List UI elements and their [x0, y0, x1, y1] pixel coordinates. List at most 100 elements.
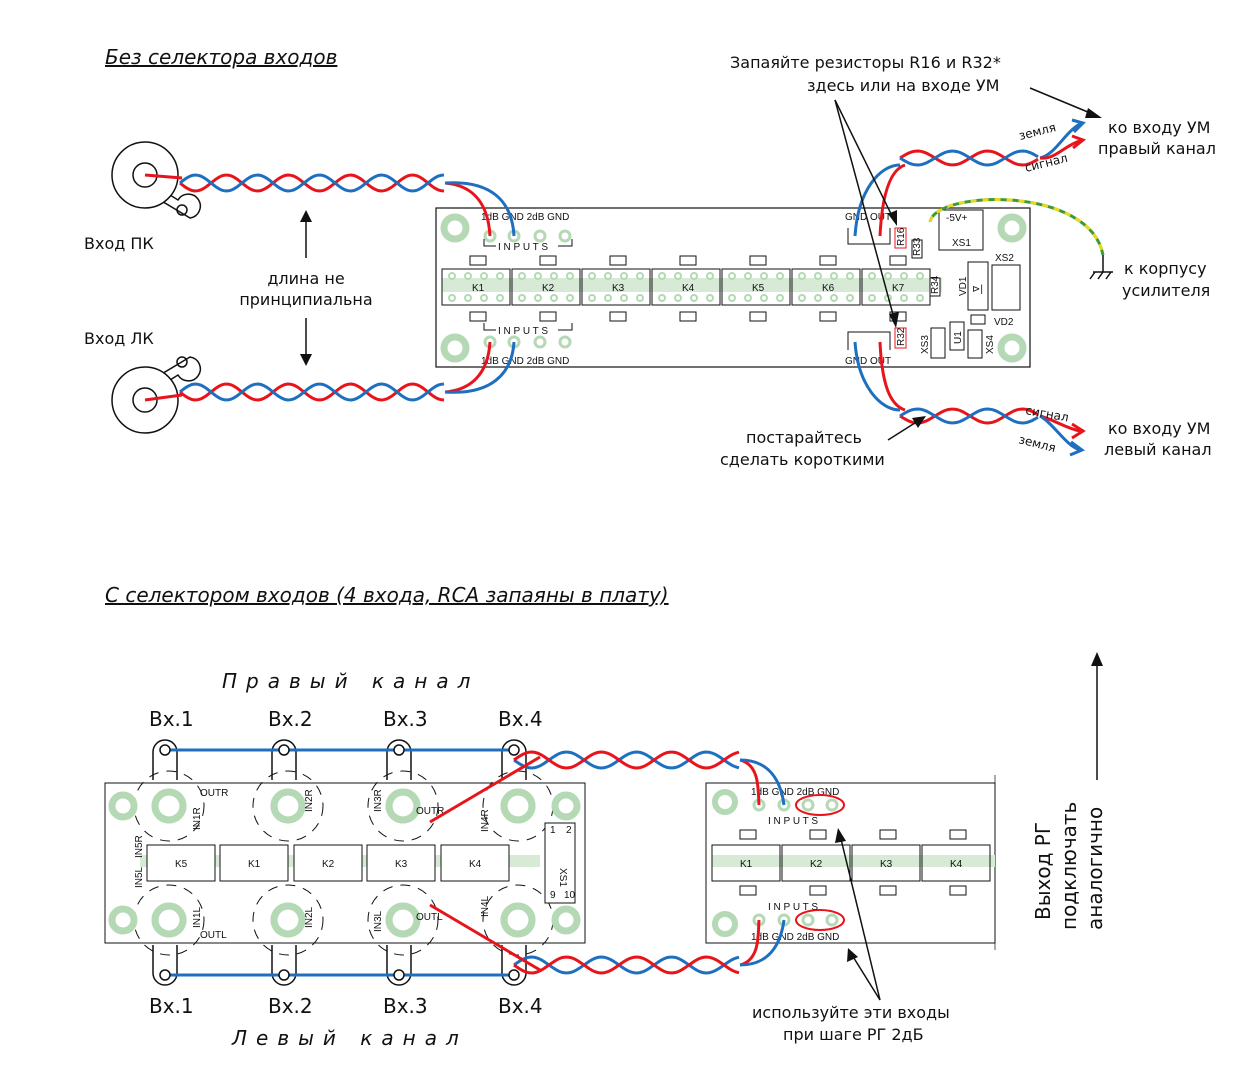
- pin: [496, 272, 504, 280]
- diode-vd2: [970, 314, 986, 325]
- input-pad: [558, 335, 572, 349]
- pin: [534, 294, 542, 302]
- mounting-hole: [551, 905, 581, 935]
- smd-pad: [469, 255, 487, 266]
- relay-K3: [581, 268, 651, 306]
- smd-pad: [679, 255, 697, 266]
- out-right-2: правый канал: [1098, 139, 1216, 158]
- pin: [868, 272, 876, 280]
- pin-label-in2l: IN2L: [304, 906, 315, 928]
- pin: [566, 272, 574, 280]
- rca-pad: [385, 902, 421, 938]
- pin: [550, 294, 558, 302]
- right-channel-label: Правый канал: [222, 669, 479, 693]
- signal-wire-right: [179, 173, 445, 193]
- ground-out-left: [853, 341, 901, 412]
- relay-K2: [511, 268, 581, 306]
- resistor-r34: [929, 277, 941, 297]
- pcb-trace-bus: [712, 855, 995, 867]
- arrow-head: [1069, 440, 1086, 457]
- rca-pad: [385, 788, 421, 824]
- smd-pad: [889, 255, 907, 266]
- pin: [690, 294, 698, 302]
- rca-pad: [270, 788, 306, 824]
- highlight-2db-inputs: [795, 909, 845, 931]
- relay-K1: [219, 844, 289, 882]
- resistor-note-arrows: [834, 87, 1102, 328]
- signal-out-right: [1039, 139, 1081, 160]
- pin: [566, 294, 574, 302]
- input-left-label: Вход ЛК: [84, 329, 154, 348]
- r16-label: R16: [896, 227, 907, 246]
- diode-icon: ⊳|: [972, 284, 983, 295]
- pin: [798, 272, 806, 280]
- rca-jack-outline: [252, 770, 324, 842]
- input-pad: [825, 913, 839, 927]
- resistor-r32: [894, 327, 907, 349]
- chassis-ground-wire: [928, 198, 1113, 280]
- signal-wire-right: [739, 758, 761, 806]
- rca-pad: [151, 788, 187, 824]
- mounting-hole: [108, 905, 138, 935]
- relay-K1: [441, 268, 511, 306]
- pin: [674, 272, 682, 280]
- pin: [916, 272, 924, 280]
- xs3-label: XS3: [920, 335, 931, 354]
- pin: [658, 294, 666, 302]
- pin: [760, 294, 768, 302]
- relay-K4: [651, 268, 721, 306]
- pin: [900, 272, 908, 280]
- relay-label: K2: [810, 859, 823, 870]
- inputs-label-top: I N P U T S: [768, 816, 818, 827]
- smd-pad: [819, 311, 837, 322]
- relay-K3: [366, 844, 436, 882]
- outr-label-2: OUTR: [416, 806, 444, 817]
- relay-K6: [791, 268, 861, 306]
- ground-wire-left: [739, 919, 786, 967]
- pin: [464, 272, 472, 280]
- ground-out-right: [853, 163, 901, 237]
- ground-out-right: [899, 149, 1039, 167]
- arrow-head: [1071, 118, 1086, 134]
- pin: [814, 272, 822, 280]
- gnd-out-label-bottom: GND OUT: [845, 356, 891, 367]
- smd-pad: [949, 885, 967, 896]
- pin: [706, 294, 714, 302]
- twisted-wires: [144, 118, 1087, 457]
- pin: [830, 294, 838, 302]
- pin-2-label: 2: [566, 825, 572, 836]
- pin: [636, 272, 644, 280]
- mounting-hole: [551, 791, 581, 821]
- highlight-2db-inputs: [795, 794, 845, 816]
- vd2-label: VD2: [994, 317, 1014, 328]
- pin: [534, 272, 542, 280]
- pin: [728, 294, 736, 302]
- mounting-hole: [108, 791, 138, 821]
- smd-pad: [749, 311, 767, 322]
- relay-label: K4: [950, 859, 963, 870]
- pin: [706, 272, 714, 280]
- jack-right: [111, 141, 202, 219]
- output-note-1: Выход РГ: [1031, 822, 1055, 920]
- pin: [496, 294, 504, 302]
- pin: [900, 294, 908, 302]
- rca-pad: [151, 902, 187, 938]
- pin: [868, 294, 876, 302]
- input-label-left-2: Вх.2: [268, 994, 313, 1018]
- use-note-2: при шаге РГ 2дБ: [783, 1025, 924, 1044]
- input-pad: [801, 913, 815, 927]
- pin: [830, 272, 838, 280]
- pin: [604, 272, 612, 280]
- smd-pad: [469, 311, 487, 322]
- rca-jack-outline: [367, 770, 439, 842]
- ground-wire-right: [513, 750, 740, 770]
- pin: [776, 294, 784, 302]
- smd-pad: [879, 829, 897, 840]
- connector-xs4: [967, 329, 983, 359]
- input-label-left-1: Вх.1: [149, 994, 194, 1018]
- outl-label-2: OUTL: [416, 912, 443, 923]
- connector-xs1: [938, 209, 984, 251]
- pcb-trace-bus: [442, 278, 942, 292]
